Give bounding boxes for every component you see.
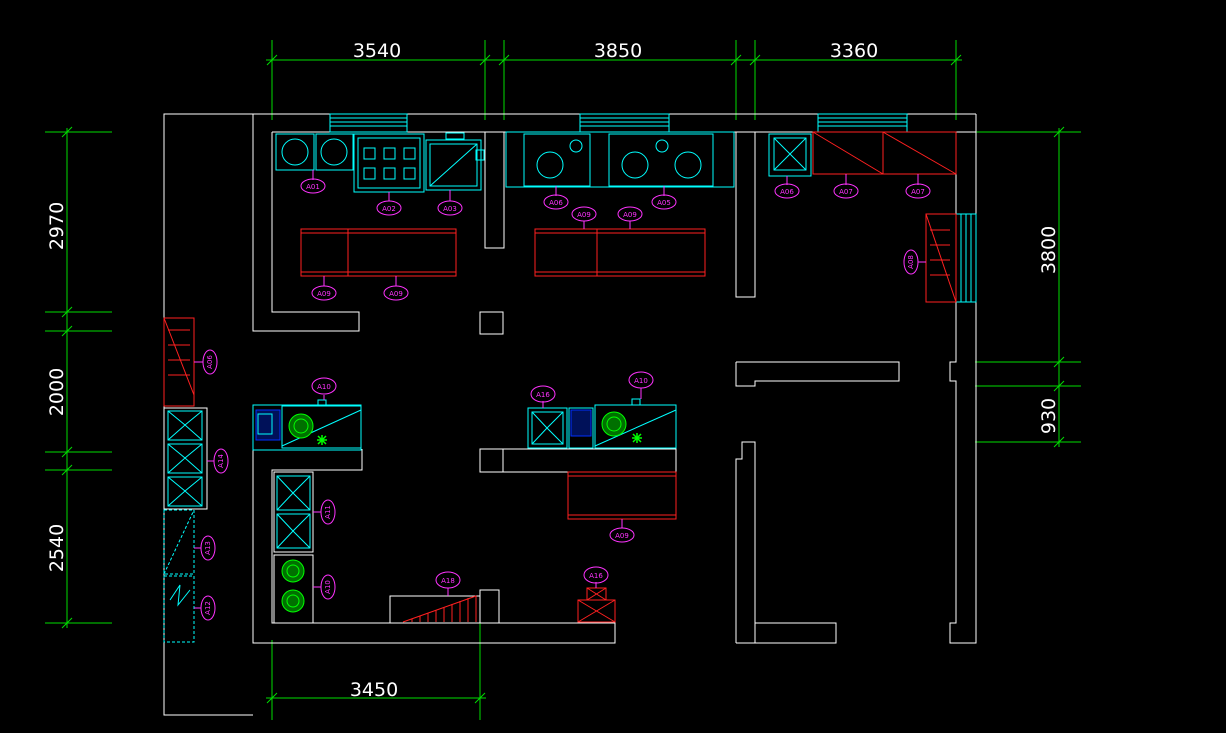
- tag-label: A14: [217, 454, 225, 468]
- tag-label: A16: [589, 572, 603, 580]
- tag-label: A09: [577, 211, 591, 219]
- asterisk-left: [317, 435, 327, 445]
- middle-island: [527, 398, 677, 520]
- lower-left-cooking: [252, 399, 362, 624]
- tag-label: A12: [204, 601, 212, 615]
- dimension-top-1: 3540: [353, 40, 401, 62]
- tag-label: A10: [634, 377, 648, 385]
- equipment-tags: [200, 178, 931, 621]
- walls: [163, 113, 977, 716]
- tag-label: A08: [907, 255, 915, 269]
- tag-label: A06: [549, 199, 563, 207]
- dimension-left-2: 2000: [46, 368, 68, 416]
- tag-label: A09: [317, 290, 331, 298]
- tag-label: A03: [443, 205, 457, 213]
- bottom-red-items: [402, 587, 616, 623]
- tag-label: A07: [839, 188, 853, 196]
- room2-counters: [534, 228, 706, 277]
- tag-label: A09: [615, 532, 629, 540]
- left-wall-equipment: [163, 317, 208, 643]
- dimension-bottom-1: 3450: [350, 679, 398, 701]
- asterisk-markers: [317, 433, 642, 445]
- tag-label: A02: [382, 205, 396, 213]
- tag-label: A06: [206, 355, 214, 369]
- room1-counters: [300, 228, 457, 277]
- tag-label: A10: [324, 580, 332, 594]
- tag-label: A10: [317, 383, 331, 391]
- tag-label: A13: [204, 541, 212, 555]
- tag-label: A11: [324, 505, 332, 519]
- dimension-right-2: 930: [1038, 398, 1060, 434]
- tag-label: A07: [911, 188, 925, 196]
- tag-label: A09: [623, 211, 637, 219]
- tag-label: A18: [441, 577, 455, 585]
- tag-label: A05: [657, 199, 671, 207]
- hood-louvers: [329, 113, 977, 303]
- dimension-left-1: 2970: [46, 202, 68, 250]
- asterisk-right: [632, 433, 642, 443]
- tag-label: A01: [306, 183, 320, 191]
- tag-label: A06: [780, 188, 794, 196]
- dimension-lines: [45, 40, 1081, 720]
- dimension-top-2: 3850: [594, 40, 642, 62]
- tag-label: A09: [389, 290, 403, 298]
- dimension-top-3: 3360: [830, 40, 878, 62]
- tag-labels: A01 A02 A03 A06 A05 A09 A09 A06 A07 A07 …: [204, 183, 925, 615]
- tag-leaders: [194, 170, 926, 609]
- dimension-right-1: 3800: [1038, 226, 1060, 274]
- dimension-left-3: 2540: [46, 524, 68, 572]
- tag-label: A16: [536, 391, 550, 399]
- room2-equipment: [505, 131, 735, 188]
- room3-equipment: [768, 131, 957, 303]
